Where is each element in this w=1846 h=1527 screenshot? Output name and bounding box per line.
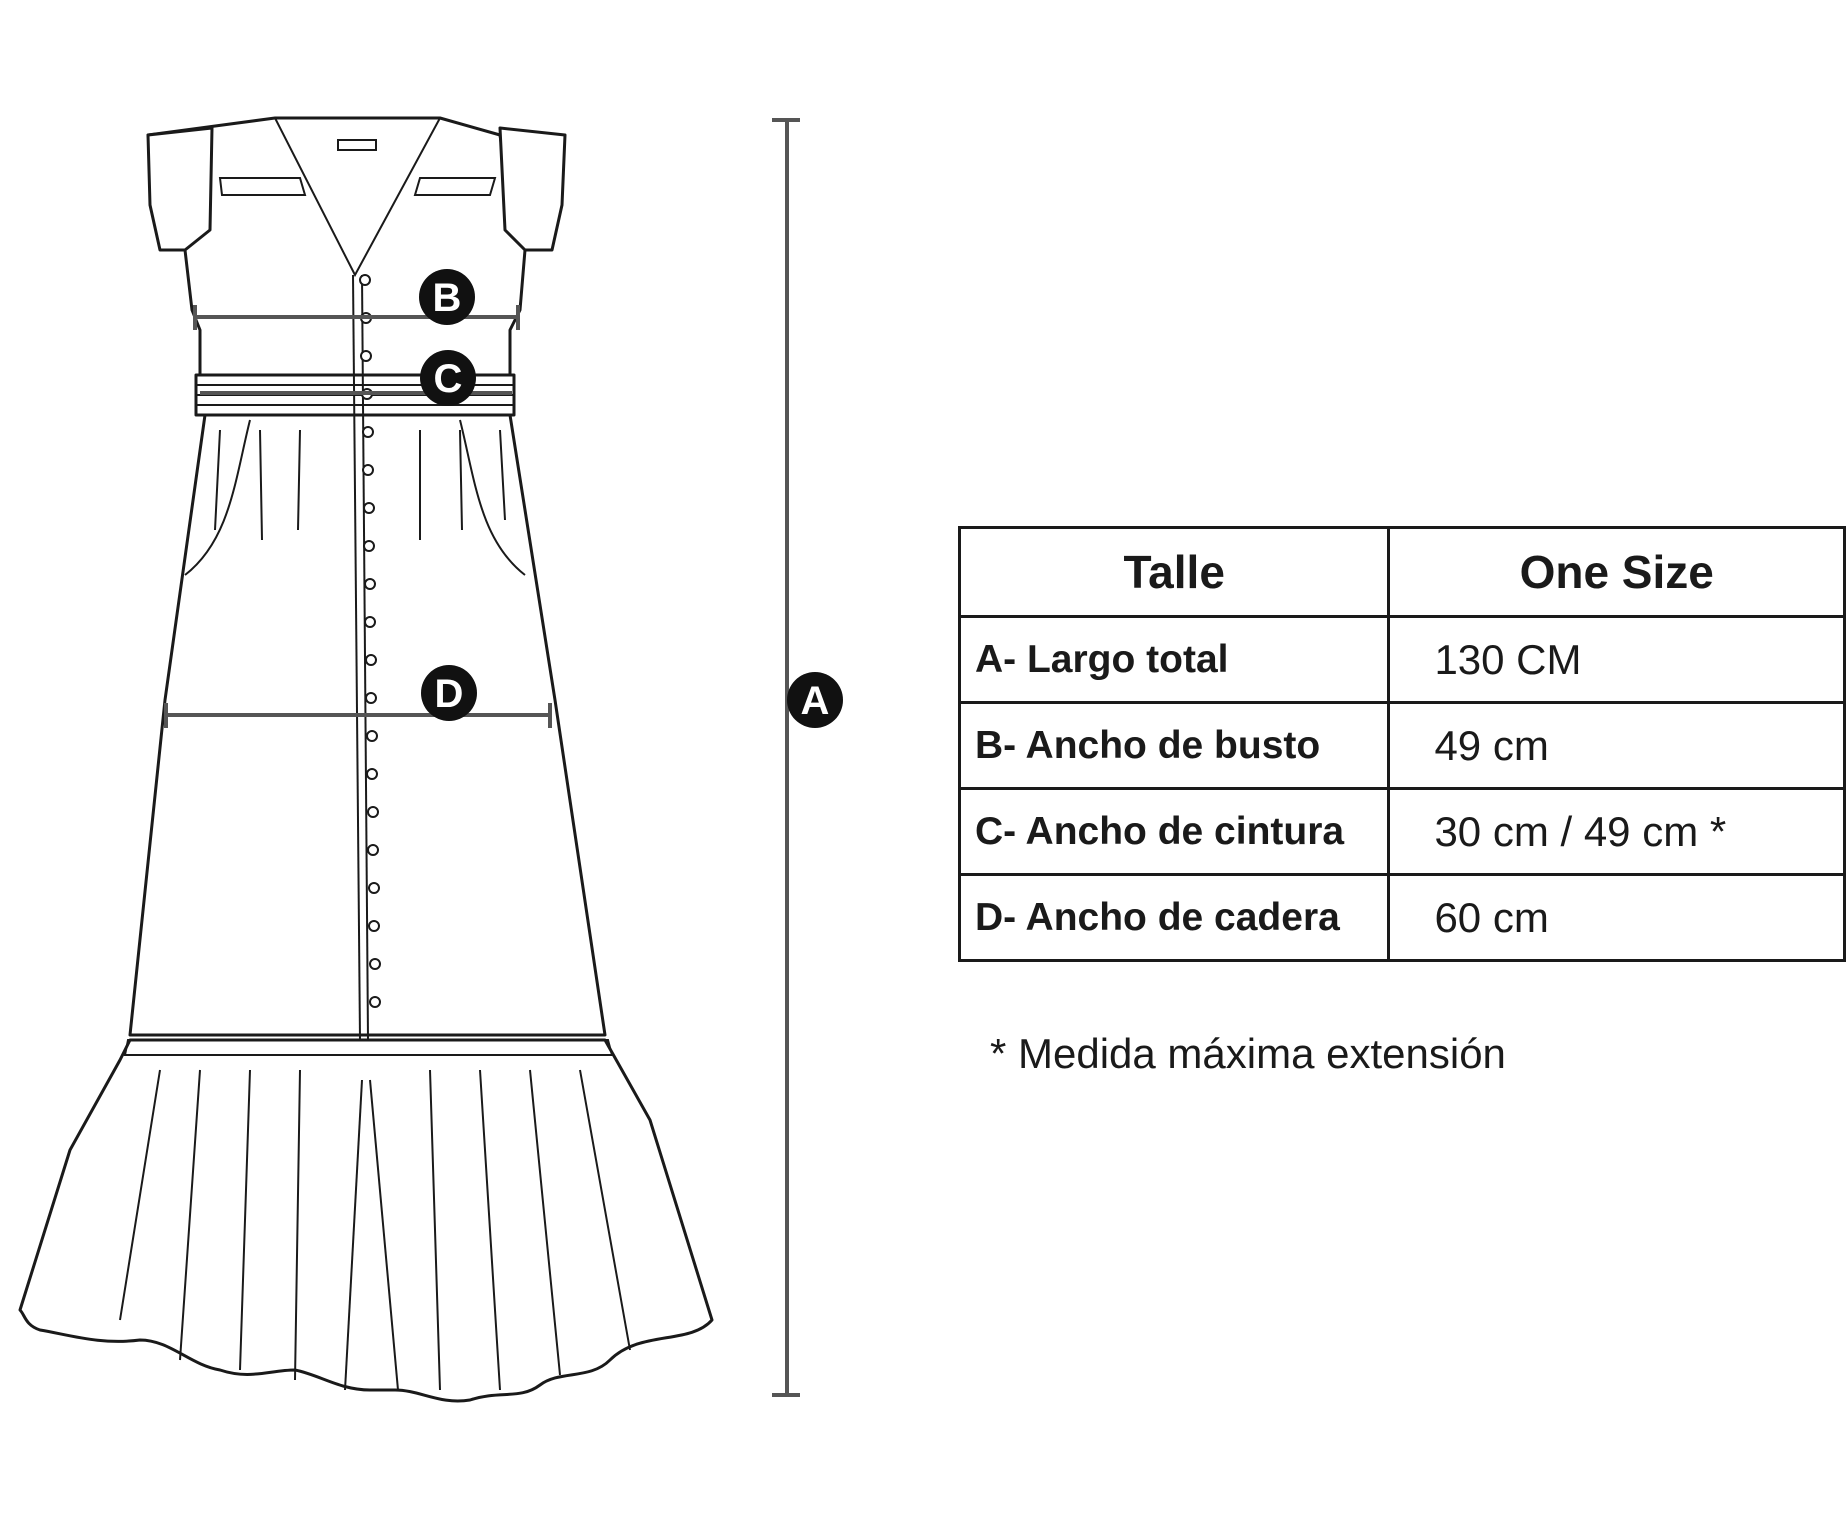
marker-b: B bbox=[419, 269, 475, 325]
marker-c: C bbox=[420, 350, 476, 406]
marker-d: D bbox=[421, 665, 477, 721]
measurement-lines bbox=[164, 118, 800, 1397]
marker-d-label: D bbox=[435, 672, 464, 716]
table-row: D- Ancho de cadera 60 cm bbox=[957, 873, 1846, 962]
right-yoke-trim bbox=[413, 177, 497, 196]
left-sleeve bbox=[146, 126, 214, 252]
gathers bbox=[119, 429, 631, 1391]
button bbox=[365, 692, 377, 704]
button bbox=[366, 768, 378, 780]
table-header-row: Talle One Size bbox=[957, 526, 1846, 618]
marker-a-label: A bbox=[801, 679, 830, 723]
button bbox=[365, 654, 377, 666]
skirt bbox=[128, 413, 607, 1037]
row-label: A- Largo total bbox=[957, 615, 1391, 704]
placket-right bbox=[361, 274, 369, 1041]
table-row: B- Ancho de busto 49 cm bbox=[957, 701, 1846, 790]
right-sleeve bbox=[498, 126, 567, 252]
footnote: * Medida máxima extensión bbox=[990, 1030, 1506, 1077]
row-value: 30 cm / 49 cm * bbox=[1387, 787, 1846, 876]
placket-left bbox=[352, 274, 361, 1041]
row-label: D- Ancho de cadera bbox=[957, 873, 1391, 962]
button bbox=[366, 730, 378, 742]
button bbox=[362, 426, 374, 438]
front-split bbox=[344, 1079, 363, 1391]
button bbox=[359, 274, 371, 286]
button bbox=[363, 540, 375, 552]
neckline bbox=[274, 117, 441, 278]
row-value: 49 cm bbox=[1387, 701, 1846, 790]
button bbox=[369, 958, 381, 970]
right-pocket bbox=[459, 419, 526, 576]
marker-a: A bbox=[787, 672, 843, 728]
button bbox=[363, 502, 375, 514]
marker-b-label: B bbox=[433, 276, 462, 320]
header-one-size: One Size bbox=[1387, 526, 1846, 618]
left-pocket bbox=[184, 419, 251, 576]
left-yoke-trim bbox=[218, 177, 307, 196]
button bbox=[364, 616, 376, 628]
table-row: C- Ancho de cintura 30 cm / 49 cm * bbox=[957, 787, 1846, 876]
size-table: Talle One Size A- Largo total 130 CM B- … bbox=[957, 526, 1846, 962]
row-value: 60 cm bbox=[1387, 873, 1846, 962]
row-label: C- Ancho de cintura bbox=[957, 787, 1391, 876]
button bbox=[369, 996, 381, 1008]
button bbox=[367, 844, 379, 856]
table-row: A- Largo total 130 CM bbox=[957, 615, 1846, 704]
label-tag bbox=[337, 139, 377, 151]
row-value: 130 CM bbox=[1387, 615, 1846, 704]
button bbox=[364, 578, 376, 590]
dress-details bbox=[119, 117, 631, 1391]
header-talle: Talle bbox=[957, 526, 1391, 618]
hem-trim bbox=[123, 1039, 614, 1056]
row-label: B- Ancho de busto bbox=[957, 701, 1391, 790]
front-split-2 bbox=[369, 1079, 399, 1391]
button bbox=[368, 920, 380, 932]
button bbox=[368, 882, 380, 894]
button bbox=[362, 464, 374, 476]
button bbox=[367, 806, 379, 818]
button bbox=[360, 350, 372, 362]
hem-ruffle bbox=[18, 1038, 714, 1403]
dress-outline bbox=[18, 116, 714, 1403]
marker-c-label: C bbox=[434, 357, 463, 401]
